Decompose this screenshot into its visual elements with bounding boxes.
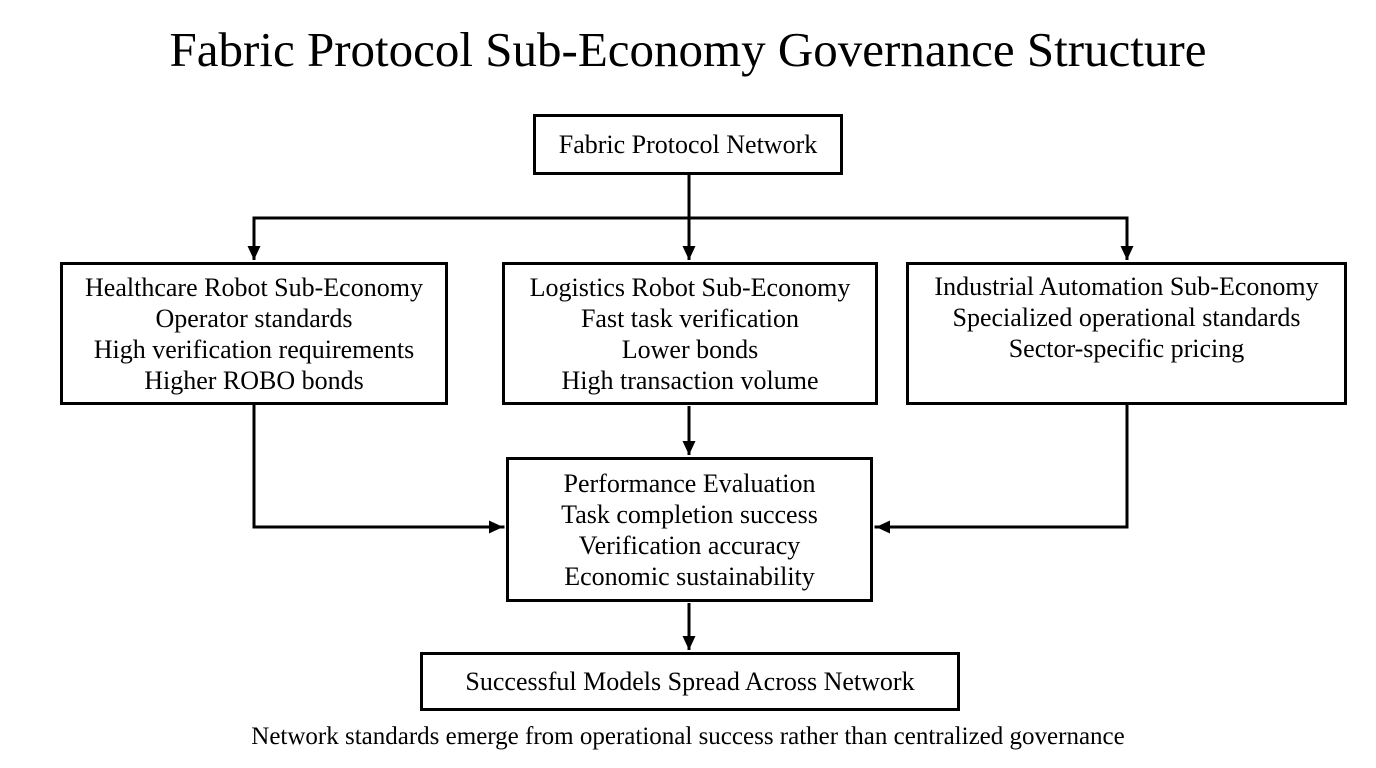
node-performance-evaluation: Performance Evaluation Task completion s…	[506, 457, 873, 602]
node-text-line: Verification accuracy	[578, 530, 801, 560]
node-text-line: Task completion success	[561, 499, 818, 529]
node-text-line: Performance Evaluation	[563, 468, 816, 498]
node-text-line: Sector-specific pricing	[1008, 334, 1245, 363]
node-text-line: Operator standards	[155, 303, 353, 333]
node-text-line: Economic sustainability	[564, 561, 815, 591]
node-text-line: High verification requirements	[93, 334, 415, 364]
diagram-title: Fabric Protocol Sub-Economy Governance S…	[169, 22, 1207, 77]
node-text-line: Industrial Automation Sub-Economy	[934, 272, 1319, 301]
edge-industrial-to-performance	[874, 404, 1129, 534]
node-text-line: Logistics Robot Sub-Economy	[529, 272, 851, 302]
edge-healthcare-to-performance	[252, 404, 505, 534]
diagram-caption: Network standards emerge from operationa…	[251, 723, 1125, 750]
node-text-line: Specialized operational standards	[952, 303, 1301, 332]
node-text-line: Lower bonds	[621, 334, 759, 364]
node-text-line: Higher ROBO bonds	[144, 365, 364, 395]
node-healthcare-sub-economy: Healthcare Robot Sub-Economy Operator st…	[60, 262, 448, 405]
node-successful-models-spread: Successful Models Spread Across Network	[420, 652, 960, 711]
node-text-line: High transaction volume	[561, 365, 819, 395]
node-text-line: Healthcare Robot Sub-Economy	[85, 272, 423, 302]
node-text-line: Successful Models Spread Across Network	[465, 667, 915, 696]
node-text-line: Fast task verification	[580, 303, 800, 333]
node-text-line: Fabric Protocol Network	[558, 130, 818, 159]
node-fabric-protocol-network: Fabric Protocol Network	[533, 114, 843, 175]
node-logistics-sub-economy: Logistics Robot Sub-Economy Fast task ve…	[502, 262, 878, 405]
node-industrial-automation-sub-economy: Industrial Automation Sub-Economy Specia…	[906, 262, 1347, 405]
